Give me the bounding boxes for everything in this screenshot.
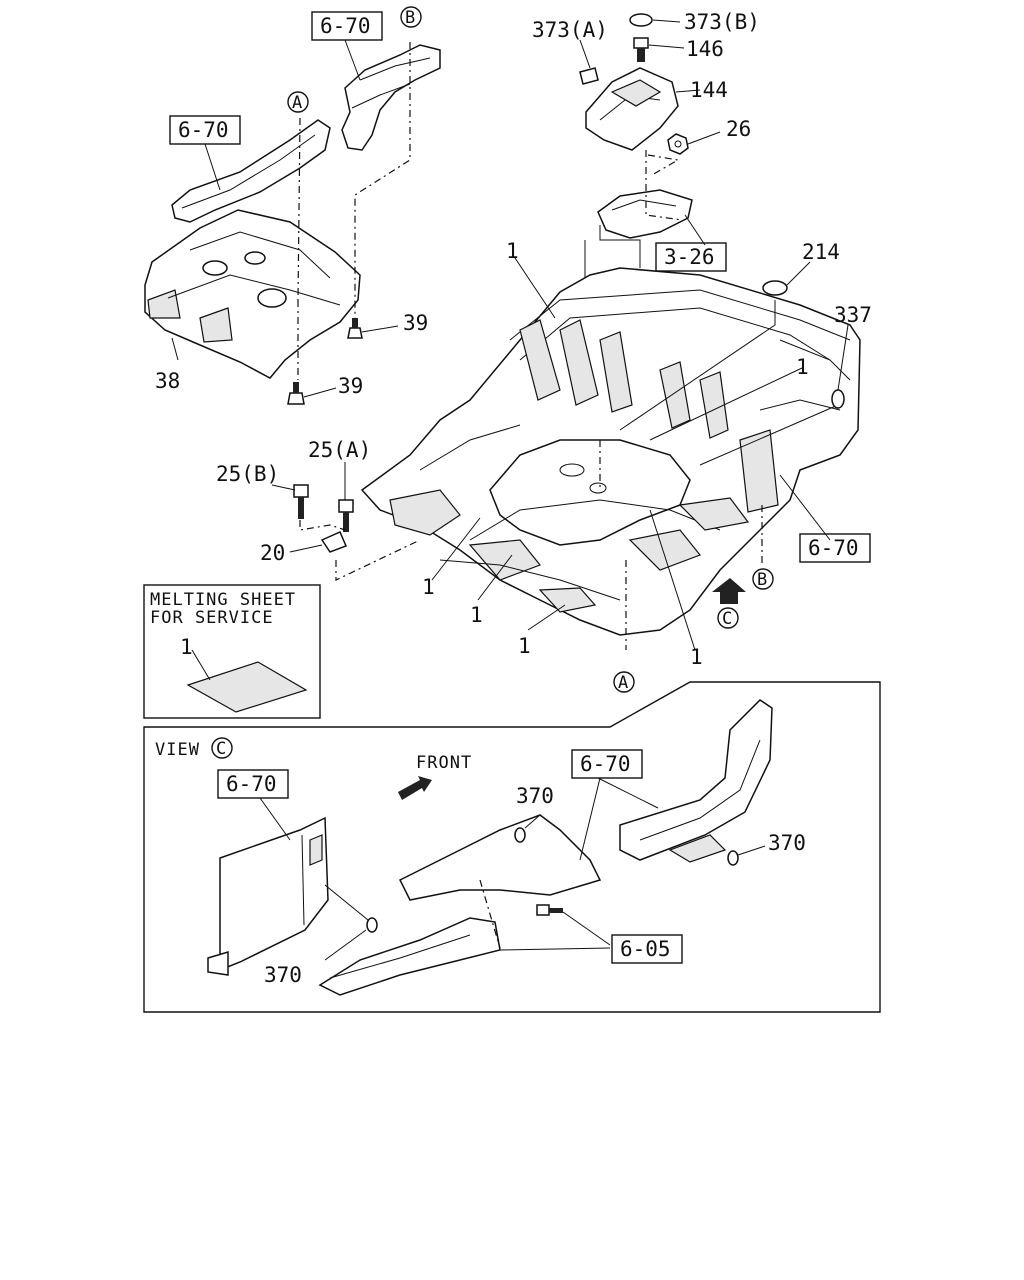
callout-6-70-top-text: 6-70 xyxy=(320,14,371,38)
callout-6-70-right[interactable]: 6-70 xyxy=(799,533,871,563)
callout-6-70-view-mid-text: 6-70 xyxy=(580,752,631,776)
shift-mechanism xyxy=(597,189,693,239)
marker-a-top: A xyxy=(287,91,309,113)
bracket-144 xyxy=(585,67,679,151)
label-1-f: 1 xyxy=(690,645,703,669)
label-1-b: 1 xyxy=(796,355,809,379)
bolt-25a xyxy=(338,499,354,532)
label-25a: 25(A) xyxy=(308,438,371,462)
cap-373b xyxy=(629,13,653,27)
label-39-a: 39 xyxy=(403,311,428,335)
bolt-25b xyxy=(293,484,309,519)
label-146: 146 xyxy=(686,37,724,61)
shifter-group xyxy=(579,13,721,330)
view-title: VIEW xyxy=(155,740,200,760)
front-arrow xyxy=(398,776,432,800)
view-c-arrow xyxy=(712,578,746,604)
marker-b-right-text: B xyxy=(757,570,768,590)
nut-26 xyxy=(667,133,689,155)
pad-337 xyxy=(831,389,845,409)
label-337: 337 xyxy=(834,303,872,327)
label-1-c: 1 xyxy=(422,575,435,599)
bolt-39-upper xyxy=(347,318,363,339)
clip-20 xyxy=(320,531,347,553)
callout-6-70-left-text: 6-70 xyxy=(178,118,229,142)
floor-pan xyxy=(335,257,861,651)
pad-214 xyxy=(762,280,788,296)
marker-c-main: C xyxy=(717,607,739,629)
label-144: 144 xyxy=(690,78,728,102)
melting-sheet-subtitle: FOR SERVICE xyxy=(150,608,274,628)
callout-6-70-view-mid[interactable]: 6-70 xyxy=(571,749,643,779)
label-20: 20 xyxy=(260,541,285,565)
label-38: 38 xyxy=(155,369,180,393)
callout-6-70-top[interactable]: 6-70 xyxy=(311,11,383,41)
label-214: 214 xyxy=(802,240,840,264)
callout-3-26[interactable]: 3-26 xyxy=(655,242,727,272)
view-lower-member xyxy=(318,917,501,996)
label-1-sheet: 1 xyxy=(180,635,193,659)
front-label: FRONT xyxy=(416,753,472,773)
bolts-25-group xyxy=(271,462,354,553)
marker-a-bottom-text: A xyxy=(618,673,629,693)
heat-shield-group xyxy=(144,42,441,405)
rail-top-part xyxy=(341,44,441,151)
bolt-39-lower xyxy=(287,382,305,405)
marker-a-top-text: A xyxy=(292,93,303,113)
melting-sheet-title: MELTING SHEET xyxy=(150,590,296,610)
view-center-member xyxy=(398,814,602,901)
label-39-b: 39 xyxy=(338,374,363,398)
label-1-e: 1 xyxy=(518,634,531,658)
marker-c-view-text: C xyxy=(216,739,227,759)
label-1-d: 1 xyxy=(470,603,483,627)
callout-6-70-right-text: 6-70 xyxy=(808,536,859,560)
label-370-c: 370 xyxy=(264,963,302,987)
callout-6-05-text: 6-05 xyxy=(620,937,671,961)
label-25b: 25(B) xyxy=(216,462,279,486)
callout-6-05[interactable]: 6-05 xyxy=(611,934,683,964)
callout-6-70-view-left-text: 6-70 xyxy=(226,772,277,796)
marker-c-view: C xyxy=(211,737,233,759)
label-370-b: 370 xyxy=(768,831,806,855)
marker-c-main-text: C xyxy=(722,609,733,629)
label-373b: 373(B) xyxy=(684,10,760,34)
marker-b-right: B xyxy=(752,568,774,590)
bolt-146 xyxy=(633,37,649,62)
label-370-a: 370 xyxy=(516,784,554,808)
label-373a: 373(A) xyxy=(532,18,608,42)
marker-b-top: B xyxy=(400,6,422,28)
heat-shield-38 xyxy=(144,209,361,379)
grommet-373a xyxy=(579,67,599,85)
label-26: 26 xyxy=(726,117,751,141)
callout-6-70-view-left[interactable]: 6-70 xyxy=(217,769,289,799)
melting-sheet-part xyxy=(186,661,308,713)
callout-6-70-left[interactable]: 6-70 xyxy=(169,115,241,145)
callout-3-26-text: 3-26 xyxy=(664,245,715,269)
view-c-panel xyxy=(143,681,881,1013)
marker-b-top-text: B xyxy=(405,8,416,28)
melting-sheet-box xyxy=(143,584,321,719)
view-bolt-6-05 xyxy=(536,904,563,916)
view-right-member xyxy=(619,699,773,861)
marker-a-bottom: A xyxy=(613,671,635,693)
label-1-a: 1 xyxy=(506,239,519,263)
